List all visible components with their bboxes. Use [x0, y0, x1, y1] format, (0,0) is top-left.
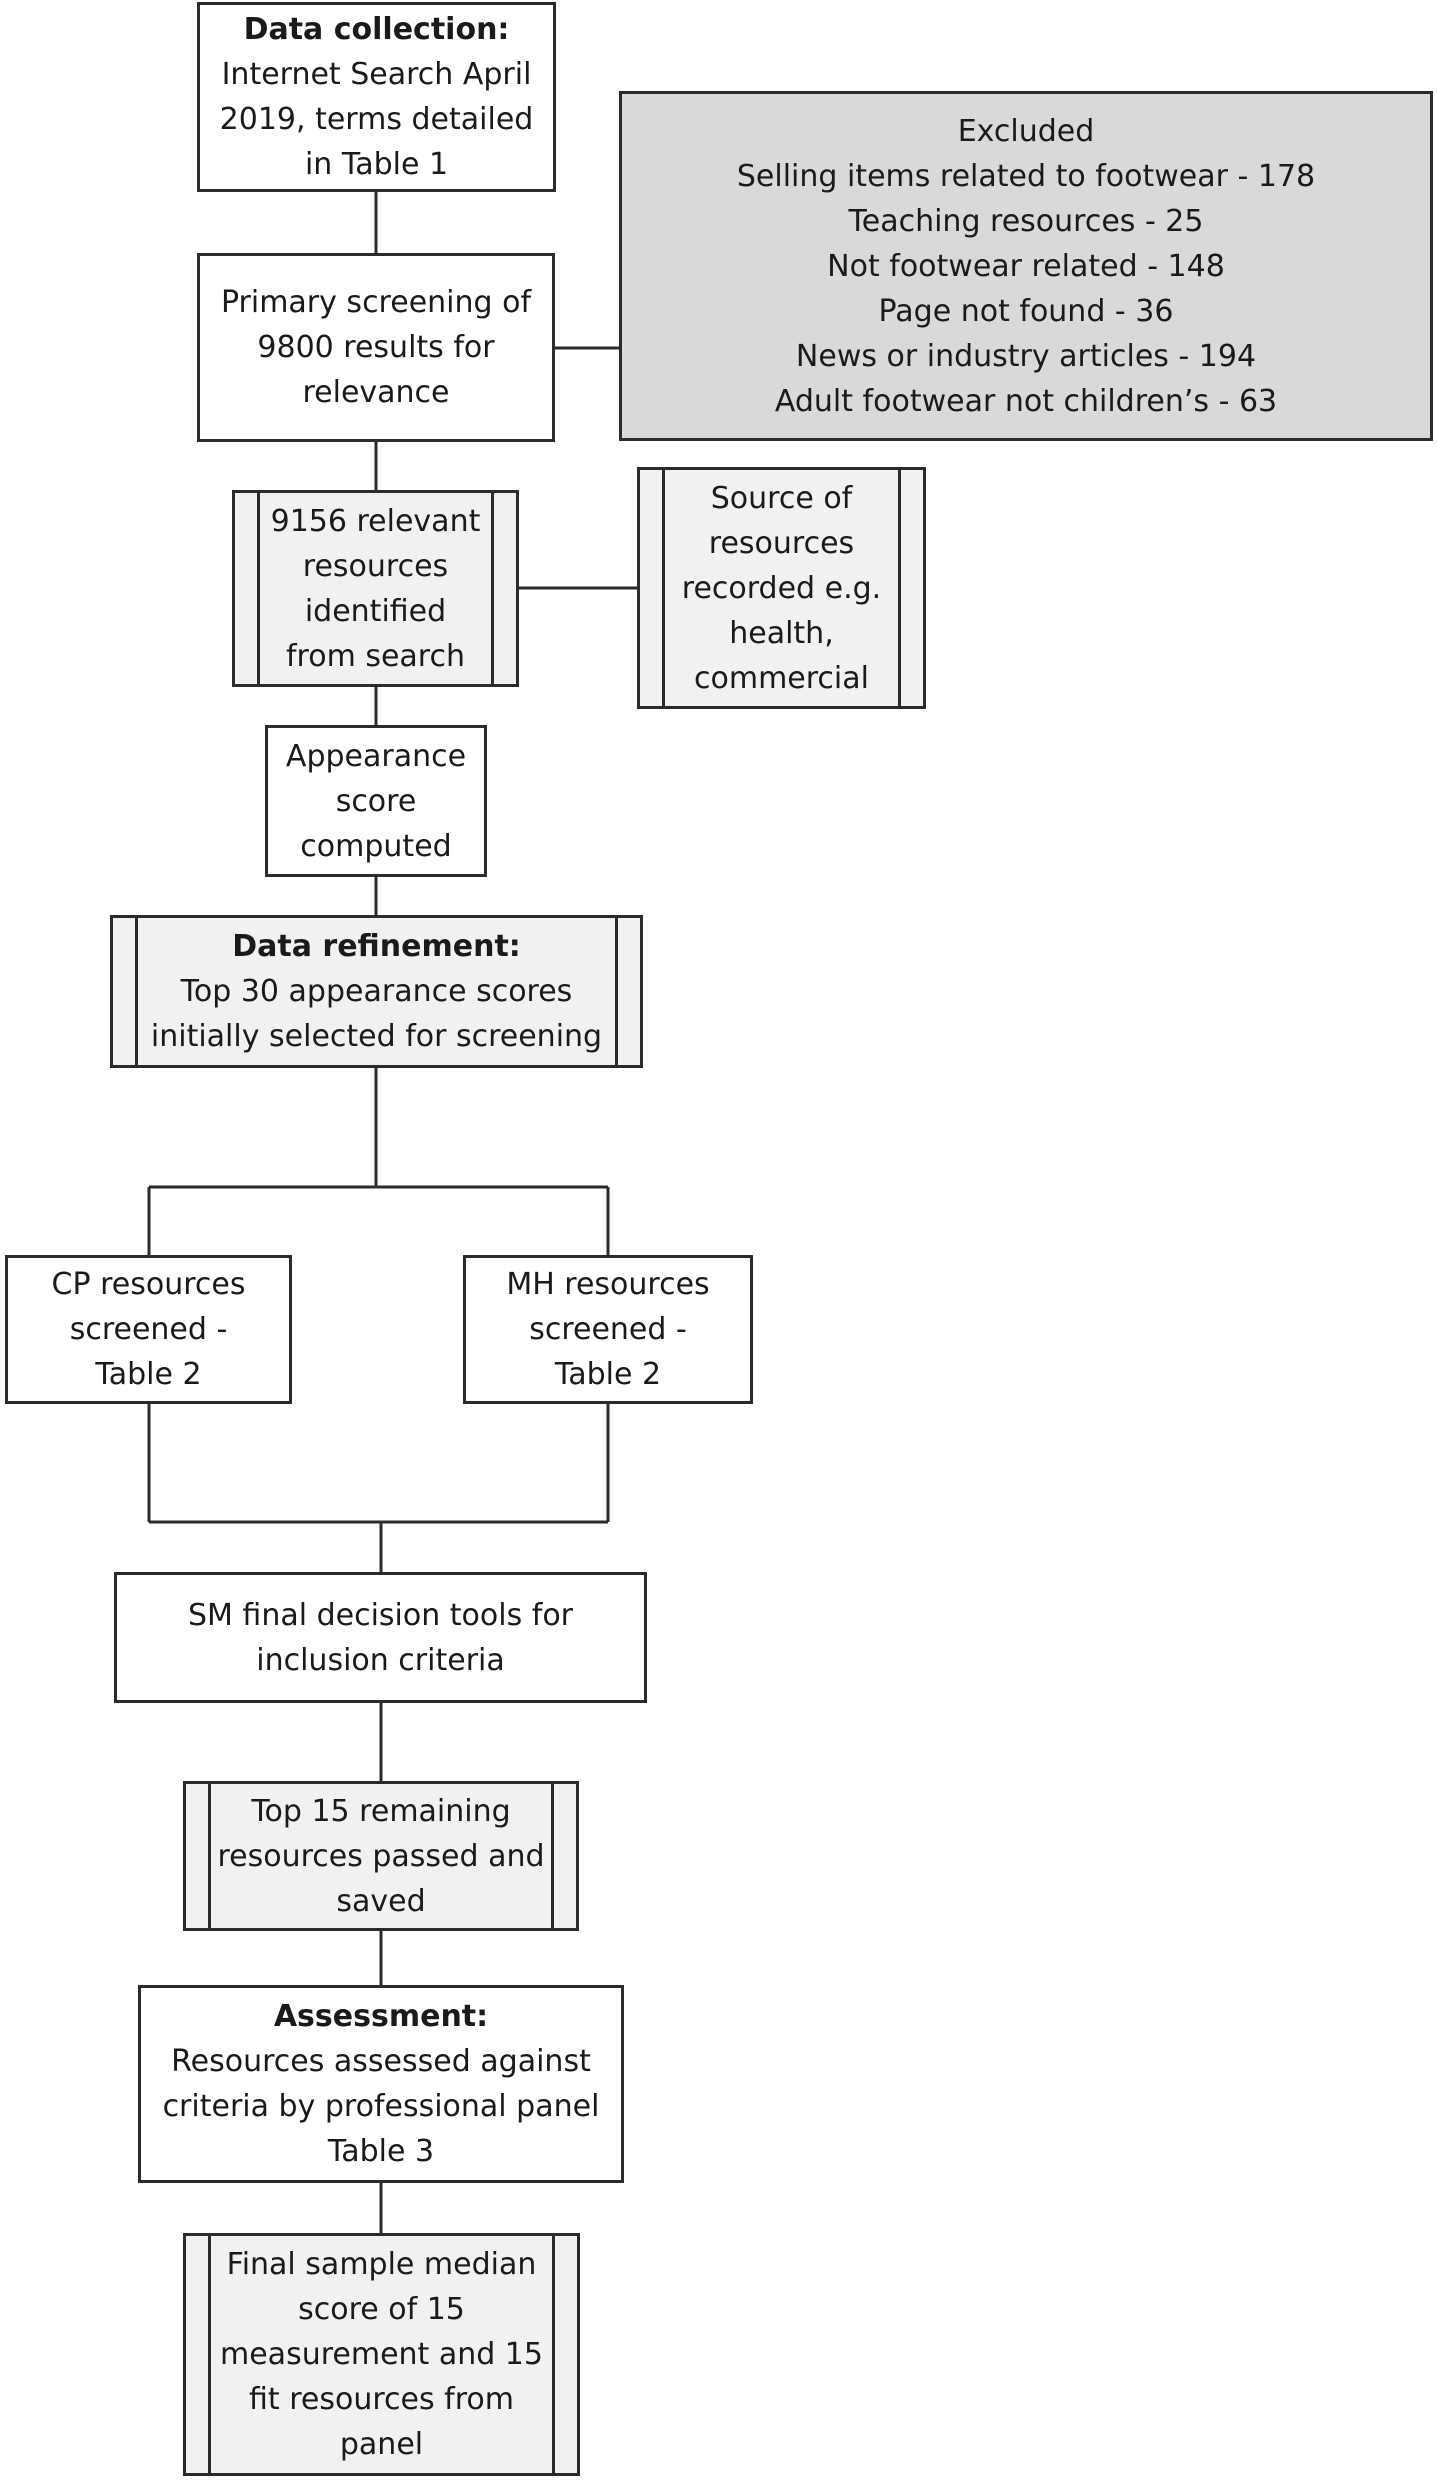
box-text-line: health,: [729, 615, 834, 651]
box-text-line: Table 2: [554, 1357, 662, 1392]
box-text-line: 9800 results for: [257, 330, 495, 365]
box-text-line: 2019, terms detailed: [219, 102, 534, 137]
box-text-line: in Table 1: [304, 147, 449, 182]
data-refinement-heading: Data refinement:: [232, 929, 521, 964]
assessment-heading: Assessment:: [273, 1999, 489, 2034]
box-text-line: inclusion criteria: [256, 1642, 505, 1678]
box-text-line: score of 15: [298, 2292, 465, 2327]
box-text-line: relevance: [302, 375, 450, 410]
box-text-line: fit resources from: [249, 2382, 514, 2417]
box-text-line: Top 15 remaining: [251, 1793, 511, 1829]
box-text-line: Resources assessed against: [171, 2044, 591, 2079]
box-text-line: SM final decision tools for: [187, 1597, 574, 1633]
box-text-line: screened -: [529, 1312, 687, 1347]
box-text-line: criteria by professional panel: [162, 2089, 600, 2124]
box-text-line: computed: [300, 828, 452, 864]
mh-resources-box: MH resources screened - Table 2: [463, 1255, 753, 1404]
box-text-line: saved: [336, 1883, 426, 1919]
box-text-line: commercial: [694, 660, 869, 696]
box-text-line: initially selected for screening: [150, 1019, 603, 1054]
box-text-line: Top 30 appearance scores: [180, 974, 573, 1009]
excluded-item: Page not found - 36: [878, 293, 1174, 329]
primary-screening-box: Primary screening of 9800 results for re…: [197, 253, 555, 442]
box-text-line: measurement and 15: [220, 2337, 543, 2372]
box-text-line: Table 3: [327, 2134, 435, 2169]
appearance-score-box: Appearance score computed: [265, 725, 487, 877]
excluded-item: News or industry articles - 194: [795, 338, 1257, 374]
box-text-line: resources passed and: [217, 1838, 545, 1874]
cp-resources-box: CP resources screened - Table 2: [5, 1255, 292, 1404]
excluded-item: Teaching resources - 25: [848, 203, 1204, 239]
box-text-line: Source of: [710, 480, 853, 516]
box-text-line: Table 2: [95, 1357, 202, 1392]
excluded-item: Adult footwear not children’s - 63: [774, 383, 1278, 419]
box-text-line: Primary screening of: [220, 285, 532, 320]
assessment-box: Assessment: Resources assessed against c…: [138, 1985, 624, 2183]
data-collection-box: Data collection: Internet Search April 2…: [197, 2, 556, 192]
box-text-line: resources: [302, 548, 449, 584]
box-text-line: 9156 relevant: [270, 503, 481, 539]
box-text-line: from search: [285, 638, 465, 674]
box-text-line: Appearance: [285, 738, 467, 774]
box-text-line: Final sample median: [226, 2247, 537, 2282]
excluded-item: Selling items related to footwear - 178: [736, 158, 1316, 194]
top15-box: Top 15 remaining resources passed and sa…: [183, 1781, 579, 1931]
box-text-line: recorded e.g.: [681, 570, 882, 606]
final-sample-box: Final sample median score of 15 measurem…: [183, 2233, 580, 2476]
box-text-line: panel: [339, 2427, 424, 2462]
box-text-line: CP resources: [51, 1267, 246, 1302]
relevant-resources-box: 9156 relevant resources identified from …: [232, 490, 519, 687]
box-text-line: MH resources: [506, 1267, 710, 1302]
box-text-line: screened -: [69, 1312, 228, 1347]
source-recorded-box: Source of resources recorded e.g. health…: [637, 467, 926, 709]
box-text-line: resources: [708, 525, 855, 561]
sm-final-decision-box: SM final decision tools for inclusion cr…: [114, 1572, 647, 1703]
data-refinement-box: Data refinement: Top 30 appearance score…: [110, 915, 643, 1068]
box-text-line: identified: [304, 593, 447, 629]
excluded-item: Not footwear related - 148: [827, 248, 1225, 284]
excluded-title: Excluded: [957, 113, 1095, 149]
box-text-line: score: [335, 783, 417, 819]
box-text-line: Internet Search April: [221, 57, 532, 92]
data-collection-heading: Data collection:: [243, 12, 510, 47]
excluded-box: Excluded Selling items related to footwe…: [619, 91, 1433, 441]
